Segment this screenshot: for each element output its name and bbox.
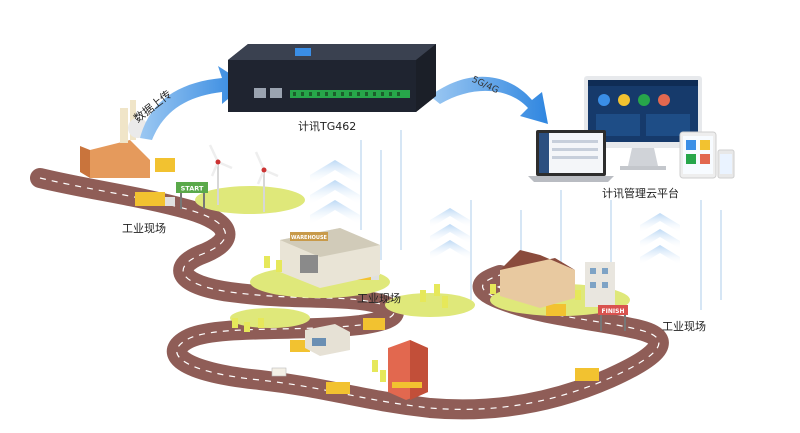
desktop-monitor bbox=[584, 76, 702, 170]
wind-turbines bbox=[208, 144, 279, 212]
tablet bbox=[679, 131, 717, 179]
winding-road bbox=[30, 168, 669, 420]
truck bbox=[135, 192, 175, 206]
upload-chevrons-mid bbox=[430, 208, 470, 260]
data-upload-arrow bbox=[140, 66, 246, 140]
shop-building bbox=[305, 324, 350, 356]
network-arrow bbox=[430, 76, 548, 124]
house-building bbox=[500, 250, 615, 308]
site-label-2: 工业现场 bbox=[357, 292, 401, 305]
car bbox=[271, 367, 287, 377]
cloud-platform-devices bbox=[528, 76, 735, 182]
finish-sign: FINISH bbox=[598, 305, 628, 331]
start-sign-text: START bbox=[181, 185, 204, 193]
device-name-label: 计讯TG462 bbox=[298, 120, 357, 133]
laptop bbox=[528, 130, 614, 182]
start-sign: START bbox=[176, 182, 208, 209]
tg462-router-device bbox=[228, 44, 436, 112]
finish-sign-text: FINISH bbox=[602, 308, 625, 315]
cloud-platform-label: 计讯管理云平台 bbox=[602, 187, 679, 200]
truck bbox=[326, 382, 350, 394]
truck bbox=[575, 368, 599, 381]
warehouse-building: WAREHOUSE bbox=[280, 228, 380, 288]
terminal-screws bbox=[293, 92, 400, 96]
warehouse-sign-text: WAREHOUSE bbox=[291, 235, 328, 241]
site-label-1: 工业现场 bbox=[122, 222, 166, 235]
truck bbox=[363, 318, 385, 330]
factory-building bbox=[80, 100, 175, 178]
site-label-3: 工业现场 bbox=[662, 320, 706, 333]
upload-chevrons-right bbox=[640, 213, 680, 265]
upload-chevrons-left bbox=[310, 160, 360, 225]
trees bbox=[232, 256, 581, 382]
apartment-building bbox=[388, 340, 428, 400]
truck bbox=[546, 304, 566, 316]
phone bbox=[717, 149, 735, 179]
